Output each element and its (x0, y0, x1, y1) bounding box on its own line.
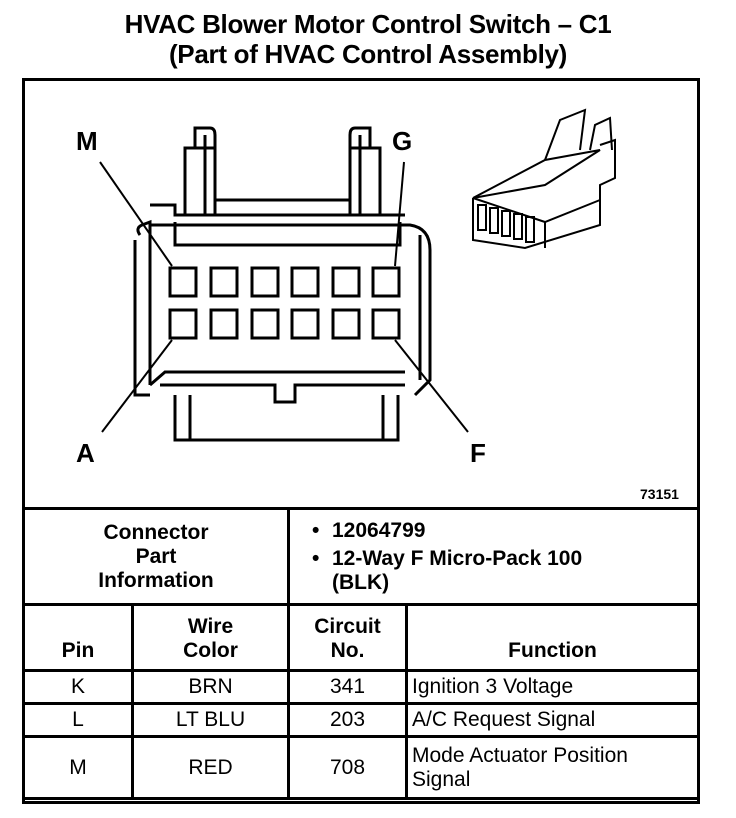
connector-info-label: Connector Part Information (22, 507, 290, 606)
pin-label-f: F (470, 438, 486, 468)
header-pin: Pin (22, 603, 134, 672)
diagram-frame (22, 78, 700, 804)
header-wire-color: Wire Color (131, 603, 290, 672)
wire-color: RED (131, 735, 290, 800)
connector-info-list: 12064799 12-Way F Micro-Pack 100 (BLK) (310, 519, 693, 595)
table-row: K BRN 341 Ignition 3 Voltage (22, 669, 700, 705)
table-row: M RED 708 Mode Actuator Position Signal (22, 735, 700, 800)
diagram-title: HVAC Blower Motor Control Switch – C1 (124, 9, 612, 39)
table-header-row: Pin Wire Color Circuit No. Function (22, 603, 700, 672)
pin-label-g: G (392, 126, 412, 156)
pin: K (22, 669, 134, 705)
connector-type: 12-Way F Micro-Pack 100 (BLK) (312, 547, 632, 595)
table-row: L LT BLU 203 A/C Request Signal (22, 702, 700, 738)
connector-info-row: Connector Part Information 12064799 12-W… (22, 507, 700, 606)
header-function: Function (405, 603, 700, 672)
pin-label-m: M (76, 126, 98, 156)
circuit: 341 (287, 669, 408, 705)
connector-face-view (99, 126, 469, 442)
function: A/C Request Signal (405, 702, 700, 738)
leader-lines (99, 161, 469, 433)
function: Mode Actuator Position Signal (405, 735, 700, 800)
figure-number: 73151 (640, 486, 679, 502)
diagram-subtitle: (Part of HVAC Control Assembly) (168, 39, 568, 69)
circuit: 708 (287, 735, 408, 800)
circuit: 203 (287, 702, 408, 738)
pin: M (22, 735, 134, 800)
connector-3d-view (472, 108, 616, 250)
header-circuit: Circuit No. (287, 603, 408, 672)
pin-cavities (168, 266, 401, 340)
connector-table: Connector Part Information 12064799 12-W… (22, 507, 700, 800)
function: Ignition 3 Voltage (405, 669, 700, 705)
wire-color: BRN (131, 669, 290, 705)
pin-label-a: A (76, 438, 95, 468)
part-number: 12064799 (312, 519, 693, 543)
pin: L (22, 702, 134, 738)
wire-color: LT BLU (131, 702, 290, 738)
